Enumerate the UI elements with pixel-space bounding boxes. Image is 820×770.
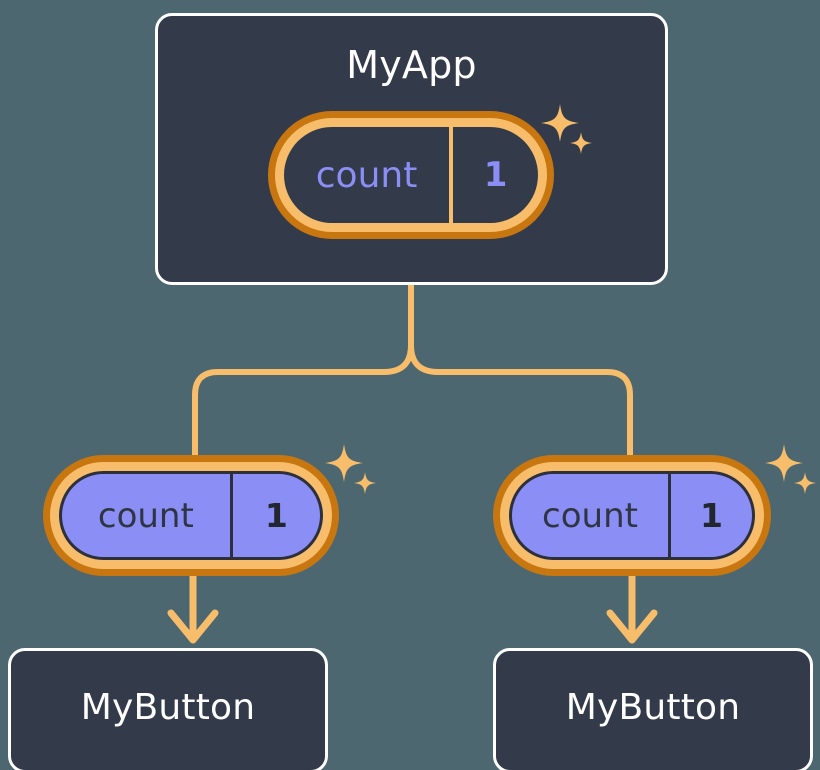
connector-branch-left bbox=[192, 342, 414, 471]
state-pill-child-right[interactable]: count 1 bbox=[493, 455, 771, 576]
state-pill-body: count 1 bbox=[284, 127, 538, 223]
state-pill-body: count 1 bbox=[59, 471, 323, 560]
sparkle-small-icon bbox=[354, 472, 376, 494]
sparkle-small-icon bbox=[794, 472, 816, 494]
component-title-mybutton: MyButton bbox=[565, 687, 741, 728]
component-title-myapp: MyApp bbox=[346, 43, 477, 87]
connector-branch-right bbox=[408, 342, 633, 471]
state-pill-body: count 1 bbox=[509, 471, 755, 560]
state-key: count bbox=[542, 495, 638, 536]
sparkle-large-icon bbox=[325, 444, 363, 482]
component-card-mybutton-right[interactable]: MyButton bbox=[493, 648, 813, 770]
state-value: 1 bbox=[229, 474, 320, 557]
state-pill-root[interactable]: count 1 bbox=[268, 111, 554, 239]
component-title-mybutton: MyButton bbox=[80, 687, 256, 728]
state-key: count bbox=[97, 495, 194, 536]
sparkle-large-icon bbox=[765, 444, 803, 482]
arrow-head-left bbox=[167, 609, 219, 644]
component-card-mybutton-left[interactable]: MyButton bbox=[8, 648, 328, 770]
state-pill-ring: count 1 bbox=[50, 462, 332, 569]
state-key: count bbox=[315, 154, 418, 196]
state-pill-ring: count 1 bbox=[275, 118, 547, 232]
state-pill-child-left[interactable]: count 1 bbox=[43, 455, 339, 576]
state-pill-ring: count 1 bbox=[500, 462, 764, 569]
state-value: 1 bbox=[668, 474, 752, 557]
state-value: 1 bbox=[449, 127, 538, 223]
arrow-head-right bbox=[606, 609, 658, 644]
